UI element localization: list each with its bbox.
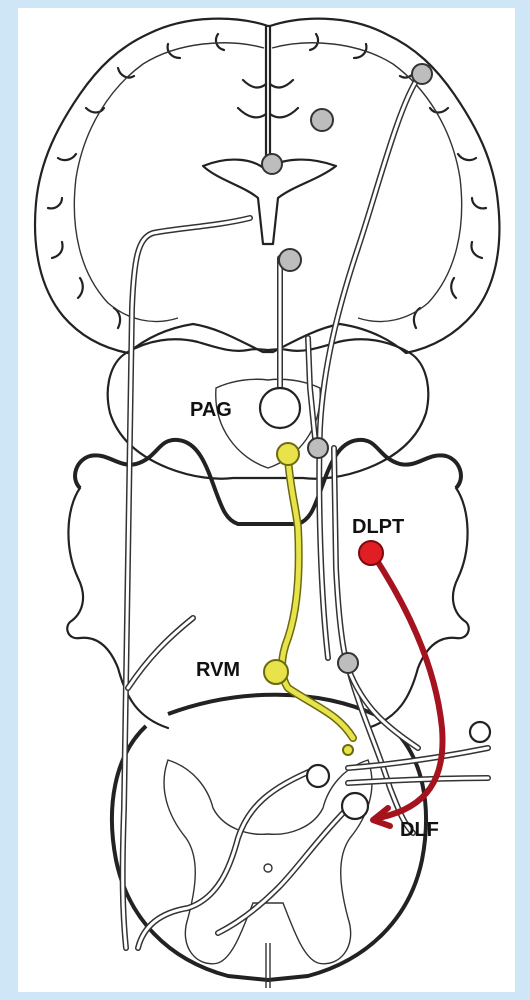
dlpt-label: DLPT [352, 516, 404, 538]
medulla-grey-cell [338, 653, 358, 673]
spinal-cord [112, 695, 426, 988]
fiber-tracts [123, 78, 488, 948]
cortex-grey-cell [412, 64, 432, 84]
hypothalamus-grey-cell [279, 249, 301, 271]
thalamus-grey-cell [262, 154, 282, 174]
dlpt-red-cell [359, 541, 383, 565]
pain-modulation-diagram: PAG DLPT RVM DLF [18, 8, 515, 992]
yellow-terminal [343, 745, 353, 755]
pag-grey-cell [308, 438, 328, 458]
red-pathway [373, 556, 443, 826]
pag-white-cell [260, 388, 300, 428]
diagram-frame: PAG DLPT RVM DLF [18, 8, 515, 992]
rvm-yellow-cell [264, 660, 288, 684]
drg-white-cell [470, 722, 490, 742]
dorsal-horn-white-cell-2 [342, 793, 368, 819]
cortex-grey-cell-2 [311, 109, 333, 131]
cells [260, 64, 490, 819]
dlf-label: DLF [400, 819, 439, 841]
pag-yellow-cell [277, 443, 299, 465]
dorsal-horn-white-cell [307, 765, 329, 787]
pag-label: PAG [190, 399, 232, 421]
rvm-label: RVM [196, 659, 240, 681]
